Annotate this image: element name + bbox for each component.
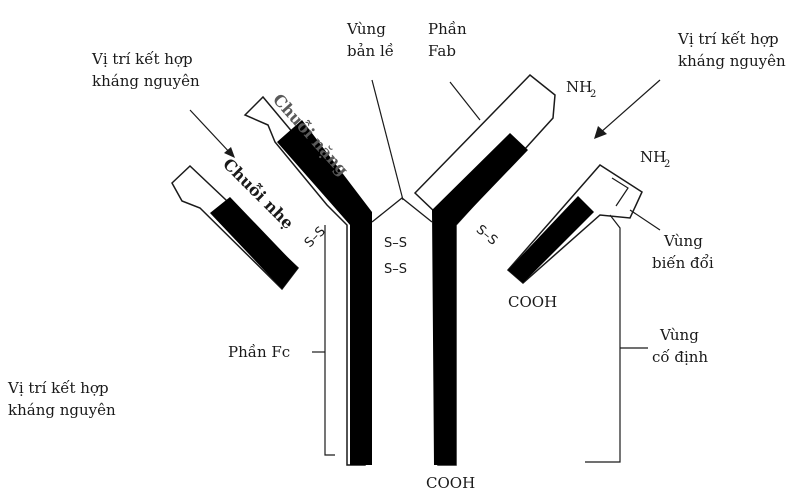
svg-text:2: 2 (664, 159, 670, 170)
svg-text:2: 2 (590, 89, 596, 100)
light-chain-left-constant (210, 197, 298, 289)
svg-text:NH: NH (640, 148, 666, 166)
variable-domain-divider (611, 177, 629, 207)
hinge-region-label: Vùng bản lề (346, 20, 394, 60)
disulfide-bond-heavy-2: S–S (384, 262, 407, 277)
svg-text:kháng nguyên: kháng nguyên (678, 52, 786, 70)
constant-region-label: Vùng cố định (652, 326, 708, 366)
antigen-site-bottom-label: Vị trí kết hợp kháng nguyên (7, 379, 116, 419)
light-chain-right-constant (508, 196, 594, 283)
nh2-right-label: NH 2 (640, 148, 670, 170)
hinge-pointer (371, 79, 404, 201)
svg-text:Vùng: Vùng (346, 20, 386, 38)
cooh-right-label: COOH (508, 293, 557, 311)
light-chain-right (506, 164, 643, 284)
heavy-chain-right-constant (432, 133, 528, 465)
svg-text:kháng nguyên: kháng nguyên (8, 401, 116, 419)
svg-text:Vùng: Vùng (659, 326, 699, 344)
svg-text:Vùng: Vùng (663, 232, 703, 250)
antigen-site-right-label: Vị trí kết hợp kháng nguyên (677, 30, 786, 70)
cooh-bottom-label: COOH (426, 474, 475, 492)
svg-text:Fab: Fab (428, 42, 456, 60)
fab-part-label: Phần Fab (428, 20, 467, 60)
svg-text:Vị trí kết hợp: Vị trí kết hợp (7, 379, 109, 397)
svg-text:Vị trí kết hợp: Vị trí kết hợp (91, 50, 193, 68)
arrow-antigen-right-head (594, 126, 607, 139)
svg-text:bản lề: bản lề (347, 42, 394, 60)
heavy-chain-left (243, 95, 372, 466)
svg-text:kháng nguyên: kháng nguyên (92, 72, 200, 90)
nh2-top-label: NH 2 (566, 78, 596, 100)
antigen-site-left-label: Vị trí kết hợp kháng nguyên (91, 50, 200, 90)
disulfide-bonds: S–S S–S S–S S–S (302, 222, 500, 277)
svg-text:biến đổi: biến đổi (652, 254, 714, 272)
svg-text:Vị trí kết hợp: Vị trí kết hợp (677, 30, 779, 48)
constant-bracket (585, 214, 621, 463)
svg-text:NH: NH (566, 78, 592, 96)
arrow-antigen-right (599, 79, 661, 134)
light-chain-left (171, 164, 300, 291)
variable-pointer (629, 209, 661, 231)
disulfide-bond-light-right: S–S (473, 222, 500, 248)
fc-bracket (324, 225, 335, 456)
variable-region-label: Vùng biến đổi (652, 232, 714, 272)
arrow-antigen-left (189, 109, 233, 156)
fab-pointer (449, 81, 481, 121)
svg-text:cố định: cố định (652, 348, 708, 366)
svg-text:Phần: Phần (428, 20, 467, 38)
heavy-chain-left-constant (277, 120, 372, 465)
annotation-lines (189, 79, 661, 463)
heavy-chain-right (413, 73, 556, 466)
disulfide-bond-heavy-1: S–S (384, 236, 407, 251)
fc-part-label: Phần Fc (228, 343, 290, 361)
arrow-antigen-left-head (224, 147, 235, 158)
